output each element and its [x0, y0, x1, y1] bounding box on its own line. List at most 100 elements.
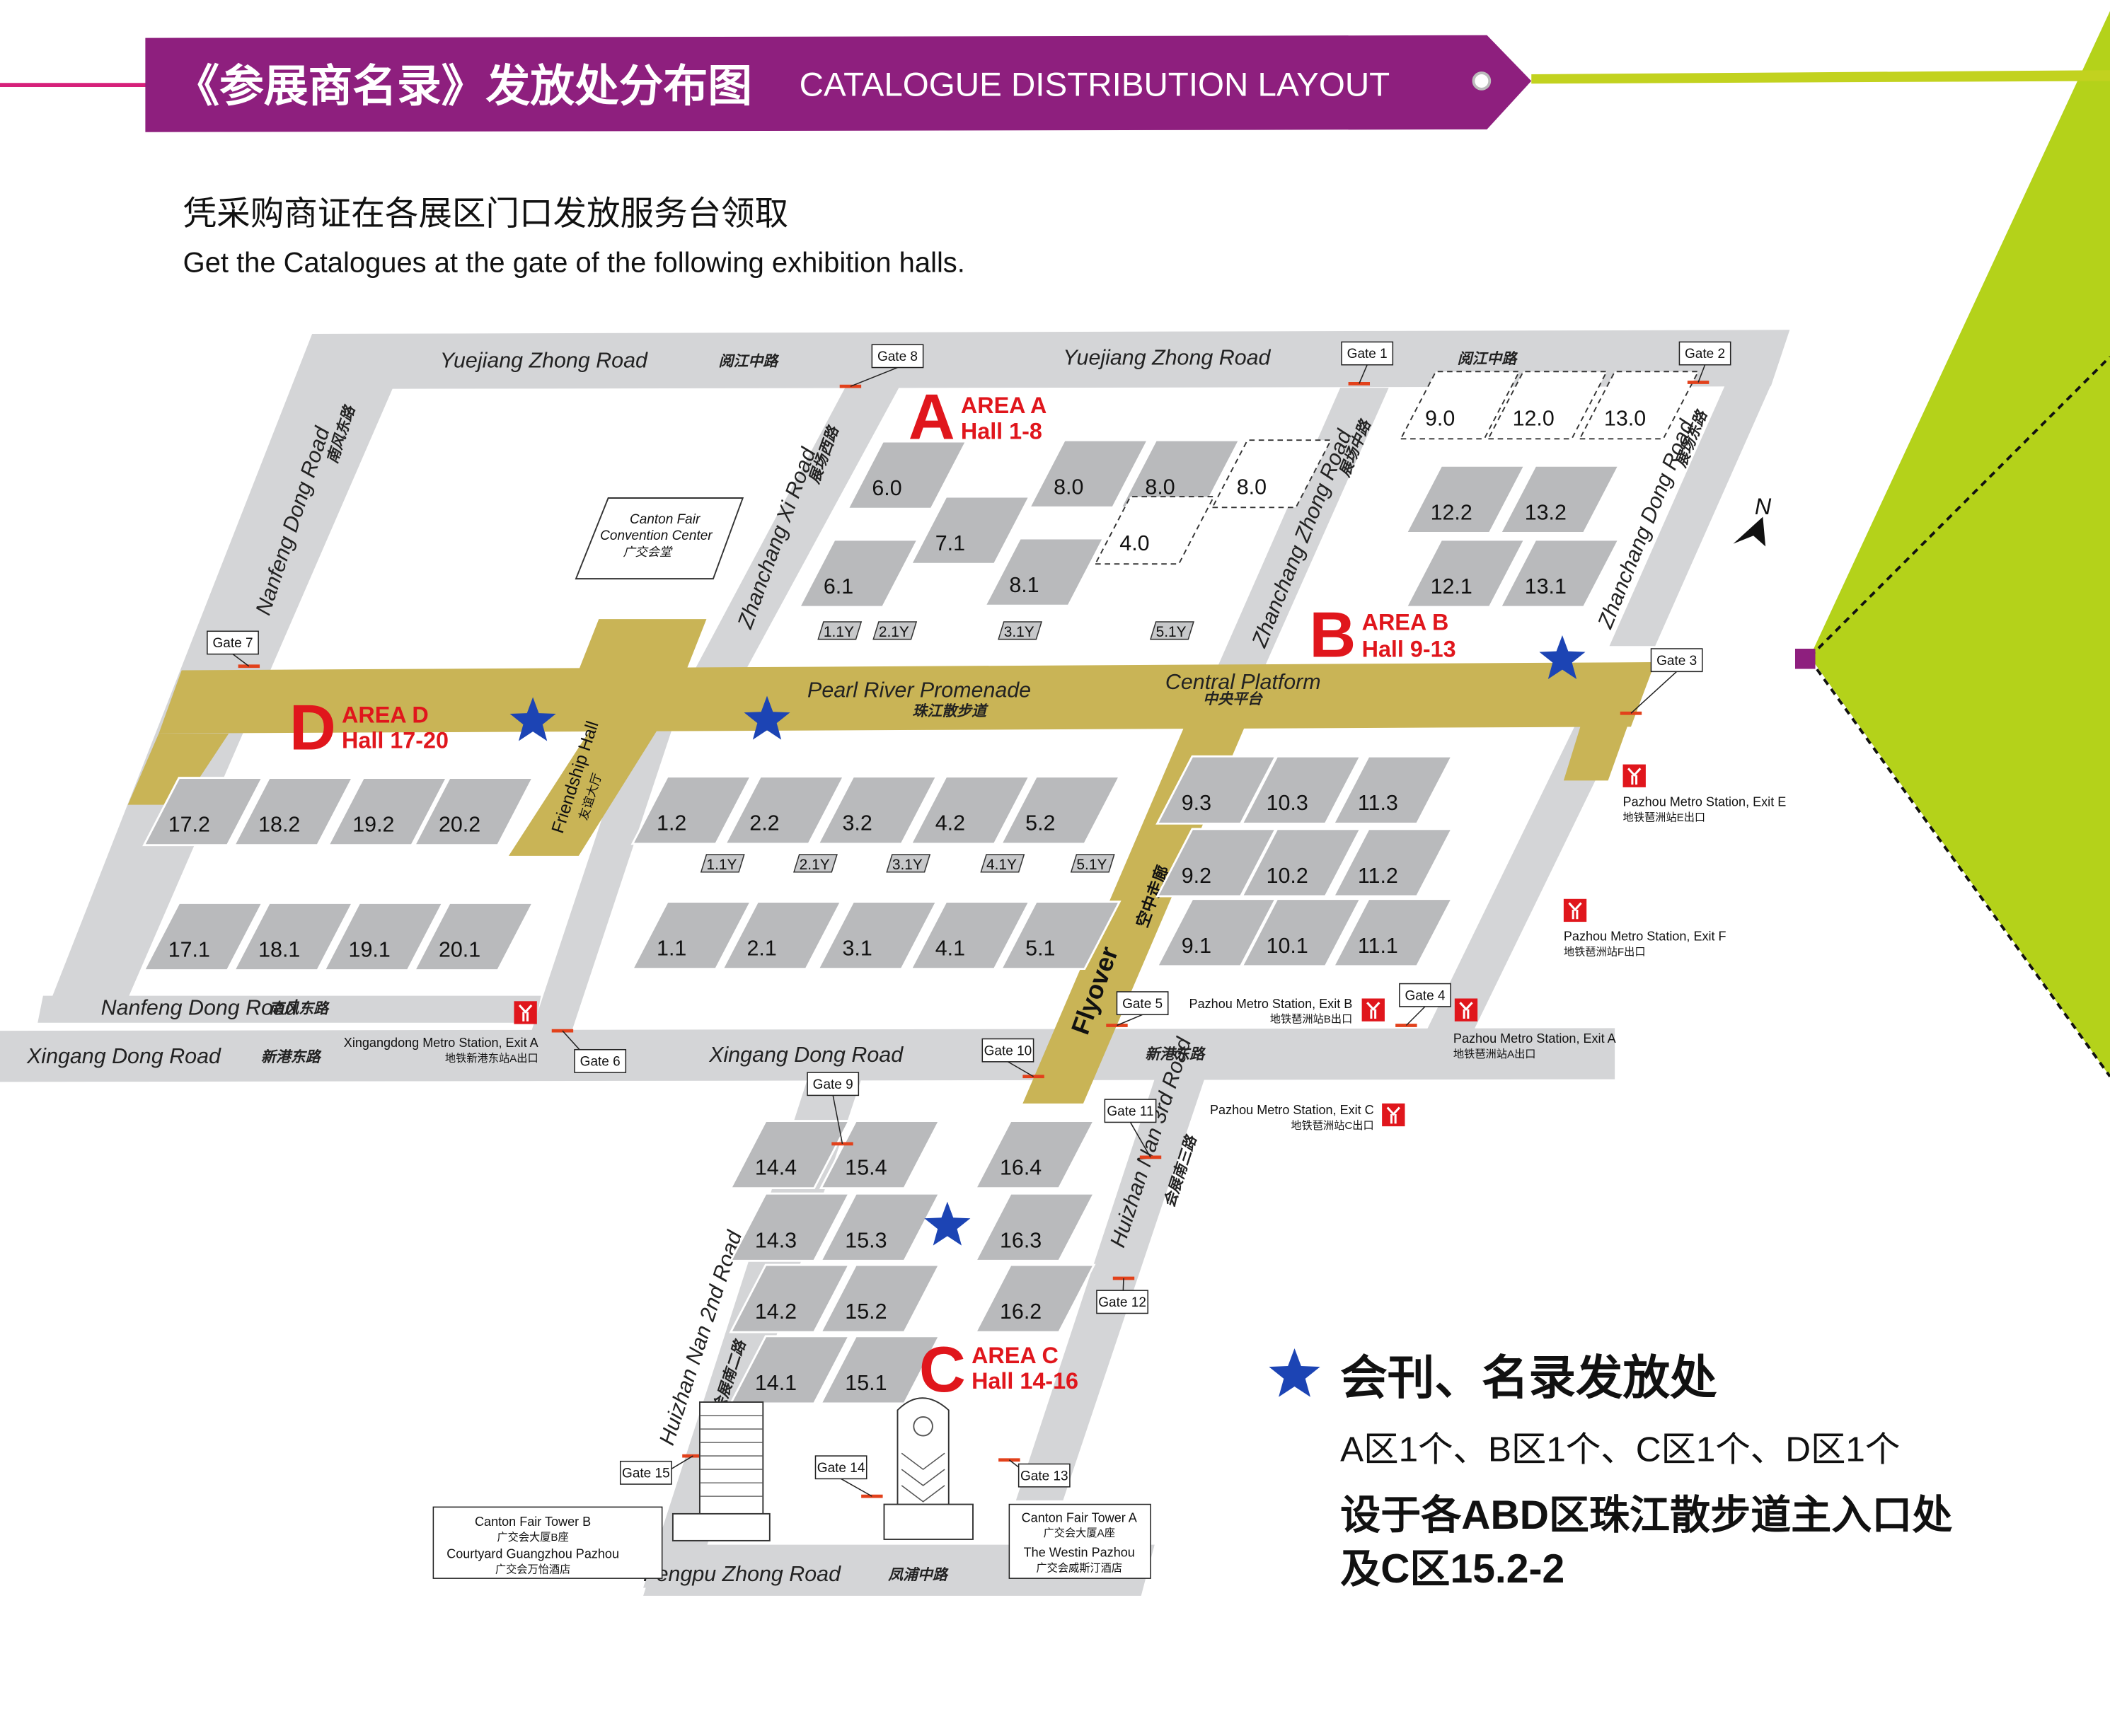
hall-label: 13.2 — [1525, 500, 1567, 524]
hall-label: 2.2 — [749, 811, 779, 835]
hall-shape — [909, 901, 1032, 971]
hall-label: 8.1 — [1009, 573, 1039, 597]
metro-pazhou-f: Pazhou Metro Station, Exit F — [1564, 930, 1726, 944]
gate-callout: Gate 7 — [207, 630, 260, 669]
hall-annex: 3.1Y — [998, 621, 1043, 640]
gate-callout: Gate 4 — [1395, 983, 1451, 1027]
hall-shape — [974, 1192, 1096, 1262]
tower-b-icon — [671, 1401, 771, 1541]
metro-icon — [1382, 1103, 1405, 1127]
hall: 4.0 — [1094, 496, 1215, 565]
hall-shape — [413, 777, 535, 847]
hall-label: 2.1 — [746, 937, 776, 961]
hall-shape — [142, 777, 265, 847]
hall: 4.1 — [909, 901, 1032, 971]
road-nanfeng-h-cn: 南风东路 — [269, 1000, 330, 1017]
hall-label: 14.1 — [755, 1371, 797, 1395]
hall-label: 20.2 — [439, 813, 480, 837]
hall: 12.2 — [1405, 464, 1527, 534]
hall-shape — [1155, 755, 1278, 825]
metro-pazhou-b: Pazhou Metro Station, Exit B — [1189, 997, 1353, 1011]
gate-label: Gate 12 — [1098, 1295, 1146, 1310]
gate-callout: Gate 10 — [981, 1038, 1044, 1079]
hall: 10.1 — [1240, 898, 1363, 968]
hall-shape — [1211, 439, 1332, 509]
hall-shape — [1579, 371, 1700, 440]
distribution-star-icon — [1539, 635, 1586, 679]
hall-label: 4.0 — [1119, 531, 1149, 555]
hall-label: 9.2 — [1182, 864, 1211, 888]
hall: 13.0 — [1579, 371, 1700, 440]
promenade-label-cn: 珠江散步道 — [912, 702, 988, 719]
svg-text:Hall 1-8: Hall 1-8 — [961, 418, 1042, 444]
hall-shape — [909, 775, 1032, 845]
metro-icon — [514, 1001, 537, 1024]
hall: 11.2 — [1332, 828, 1454, 898]
distribution-star-icon — [924, 1201, 971, 1246]
hall: 10.3 — [1240, 755, 1363, 825]
hall-annex: 5.1Y — [1149, 621, 1194, 640]
legend-count: A区1个、B区1个、C区1个、D区1个 — [1340, 1430, 1900, 1469]
svg-text:Courtyard Guangzhou Pazhou: Courtyard Guangzhou Pazhou — [446, 1547, 619, 1561]
metro-xingangdong-a-cn: 地铁新港东站A出口 — [445, 1053, 538, 1065]
gate-label: Gate 1 — [1347, 347, 1388, 361]
hall-label: 1.1 — [657, 937, 686, 961]
hall-shape — [1332, 755, 1454, 825]
gate-label: Gate 3 — [1656, 654, 1697, 669]
hall-shape — [630, 775, 753, 845]
hall-shape — [413, 902, 535, 971]
hall-annex: 2.1Y — [793, 854, 838, 873]
hall: 8.1 — [983, 537, 1105, 607]
hall-annex-label: 4.1Y — [986, 857, 1017, 873]
svg-text:Canton Fair Tower B: Canton Fair Tower B — [475, 1515, 591, 1529]
metro-pazhou-f-cn: 地铁琶洲站F出口 — [1564, 947, 1646, 959]
hall: 16.2 — [974, 1263, 1096, 1333]
svg-text:Hall 17-20: Hall 17-20 — [342, 728, 449, 753]
hall-label: 7.1 — [935, 531, 965, 555]
hall-shape — [720, 901, 843, 971]
hall-annex: 1.1Y — [817, 621, 863, 640]
hall: 6.0 — [846, 440, 968, 510]
svg-text:Hall 14-16: Hall 14-16 — [972, 1368, 1078, 1394]
svg-text:AREA D: AREA D — [342, 702, 429, 728]
hall-shape — [729, 1335, 851, 1405]
gate-label: Gate 6 — [580, 1055, 621, 1070]
distribution-points — [509, 635, 1586, 1246]
area-a-label: A AREA A Hall 1-8 — [909, 381, 1047, 453]
metro-icon — [1622, 764, 1646, 787]
hall-shape — [819, 1263, 941, 1333]
metro-pazhou-e-cn: 地铁琶洲站E出口 — [1623, 811, 1706, 823]
hall: 8.0 — [1119, 439, 1241, 509]
hall-shape — [142, 902, 265, 971]
svg-text:广交会大厦A座: 广交会大厦A座 — [1044, 1527, 1115, 1539]
header-bullet-icon — [1472, 71, 1492, 91]
hall-label: 9.3 — [1182, 791, 1211, 815]
hall-label: 16.2 — [1000, 1300, 1042, 1324]
hall-label: 12.1 — [1431, 574, 1472, 598]
hall-shape — [232, 902, 354, 971]
hall-shape — [1240, 755, 1363, 825]
hall: 11.3 — [1332, 755, 1454, 825]
hall: 14.3 — [729, 1192, 851, 1262]
hall-shape — [1405, 464, 1527, 534]
gate-callout: Gate 2 — [1678, 341, 1731, 384]
hall-shape — [729, 1120, 851, 1190]
hall-label: 16.4 — [1000, 1156, 1042, 1180]
hall-shape — [1400, 371, 1521, 440]
gate-label: Gate 15 — [622, 1466, 670, 1481]
road-fengpu: Fengpu Zhong Road — [643, 1562, 841, 1586]
area-d-label: D AREA D Hall 17-20 — [289, 692, 449, 764]
hall-label: 12.0 — [1513, 406, 1555, 430]
hall-shape — [1405, 538, 1527, 608]
svg-text:Canton Fair Tower A: Canton Fair Tower A — [1022, 1510, 1137, 1524]
hall: 15.2 — [819, 1263, 941, 1333]
hall-annex-label: 2.1Y — [800, 857, 830, 873]
hall-label: 4.2 — [935, 811, 965, 835]
hall-label: 10.1 — [1267, 934, 1308, 958]
hall: 12.0 — [1487, 371, 1608, 440]
svg-text:Hall 9-13: Hall 9-13 — [1362, 636, 1456, 661]
star-icon — [1269, 1348, 1320, 1397]
dashed-fold-line — [1809, 355, 2110, 658]
hall: 8.0 — [1211, 439, 1332, 509]
hall-shape — [999, 775, 1122, 845]
